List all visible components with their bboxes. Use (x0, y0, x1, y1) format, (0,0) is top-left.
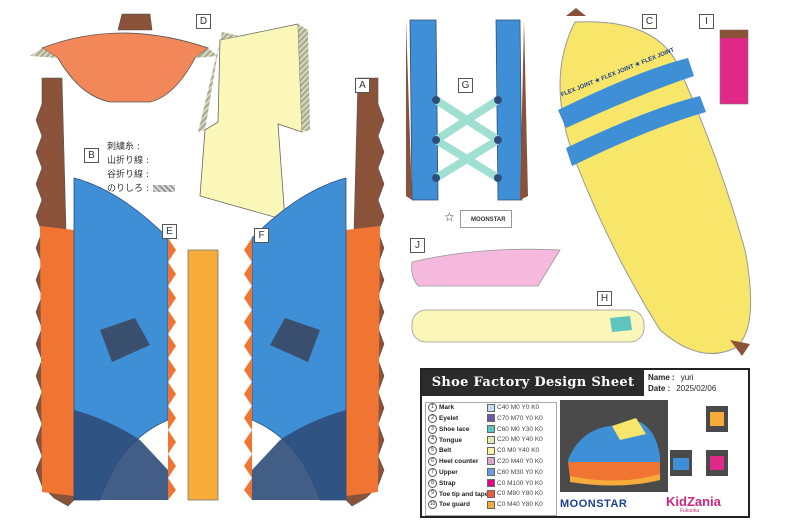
part-number: 4 (428, 435, 437, 445)
part-number: 9 (428, 489, 437, 499)
part-name: Mark (439, 404, 455, 412)
part-color: C0 M0 Y40 K0 (497, 447, 540, 455)
part-name: Upper (439, 469, 458, 476)
part-color: C20 M0 Y40 K0 (497, 436, 543, 444)
color-swatch (487, 457, 495, 466)
part-label-c: C (642, 14, 657, 29)
part-color: C20 M40 Y0 K0 (497, 458, 543, 466)
legend-glue-label: のりしろ : (107, 184, 149, 194)
color-swatch (487, 500, 495, 509)
part-number: 5 (428, 446, 437, 456)
legend-mountain-fold: 山折り線 : (107, 156, 149, 166)
part-color: C70 M70 Y0 K0 (497, 415, 543, 423)
star-icon: ☆ (444, 210, 455, 224)
part-number: 3 (428, 424, 437, 434)
kidzania-logo: KidZania (666, 494, 721, 509)
part-color: C60 M0 Y30 K0 (497, 425, 543, 433)
part-number: 7 (428, 467, 437, 477)
glue-swatch (152, 185, 175, 192)
moonstar-logo: MOONSTAR (560, 498, 628, 510)
part-color: C0 M100 Y0 K0 (497, 479, 543, 487)
part-name: Strap (439, 479, 456, 487)
piece-a-right-side (244, 77, 385, 507)
part-name: Shoe lace (439, 425, 470, 433)
part-name: Toe guard (439, 501, 470, 509)
color-swatch (487, 468, 495, 477)
legend-glue-margin: のりしろ : (107, 182, 175, 196)
part-number: 10 (428, 500, 437, 510)
mark-piece: MOONSTAR (460, 210, 512, 228)
piece-h-strap (411, 309, 645, 343)
part-number: 6 (428, 456, 437, 466)
part-color: C60 M30 Y0 K0 (497, 469, 543, 476)
piece-g-laces (406, 19, 528, 201)
color-swatch (487, 414, 495, 423)
sheet-title: Shoe Factory Design Sheet (422, 370, 644, 396)
piece-f-tongue (198, 23, 310, 221)
part-number: 2 (428, 413, 437, 423)
part-name: Tongue (439, 436, 462, 444)
piece-c-sole (558, 8, 752, 356)
part-label-d: D (196, 14, 211, 29)
fold-legend: 刺繍糸 : 山折り線 : 谷折り線 : のりしろ : (107, 140, 175, 196)
color-swatch (487, 435, 495, 444)
kidzania-location: Fukuoka (680, 508, 700, 514)
part-label-a: A (355, 78, 370, 93)
mark-brand: MOONSTAR (471, 217, 506, 223)
piece-i-tab (719, 29, 749, 105)
date-value: 2025/02/06 (676, 384, 717, 393)
part-label-j: J (410, 238, 425, 253)
piece-d-heel (30, 13, 218, 103)
part-color: C0 M80 Y80 K0 (497, 490, 543, 498)
part-name: Eyelet (439, 415, 459, 423)
name-label: Name : (648, 373, 675, 382)
finished-shoe-photo (560, 400, 668, 492)
part-label-g: G (458, 78, 473, 93)
name-value: yuri (680, 373, 694, 382)
part-name: Toe tip and tape (439, 490, 489, 498)
color-swatch (487, 425, 495, 434)
legend-stitch: 刺繍糸 : (107, 142, 140, 152)
sheet-meta: Name : yuri Date : 2025/02/06 (648, 372, 716, 394)
part-name: Belt (439, 447, 452, 455)
part-color: C40 M0 Y0 K0 (497, 404, 540, 412)
date-label: Date : (648, 384, 671, 393)
piece-b-left-side (35, 77, 176, 507)
color-swatch (487, 489, 495, 498)
part-name: Heel counter (439, 458, 479, 466)
piece-j-pink (411, 248, 561, 287)
design-sheet: Shoe Factory Design Sheet Name : yuri Dat… (420, 368, 750, 518)
part-color: C0 M40 Y80 K0 (497, 501, 543, 509)
color-swatch (487, 446, 495, 455)
part-number: 1 (428, 403, 437, 412)
part-number: 8 (428, 478, 437, 488)
part-label-e: E (162, 224, 177, 239)
part-label-b: B (84, 148, 99, 163)
part-label-h: H (597, 291, 612, 306)
part-label-f: F (254, 228, 269, 243)
color-swatch (487, 403, 495, 412)
part-label-i: I (699, 14, 714, 29)
legend-valley-fold: 谷折り線 : (107, 170, 149, 180)
color-swatch (487, 479, 495, 488)
thumbnail-photos (670, 406, 728, 476)
piece-e-strip (187, 249, 219, 501)
